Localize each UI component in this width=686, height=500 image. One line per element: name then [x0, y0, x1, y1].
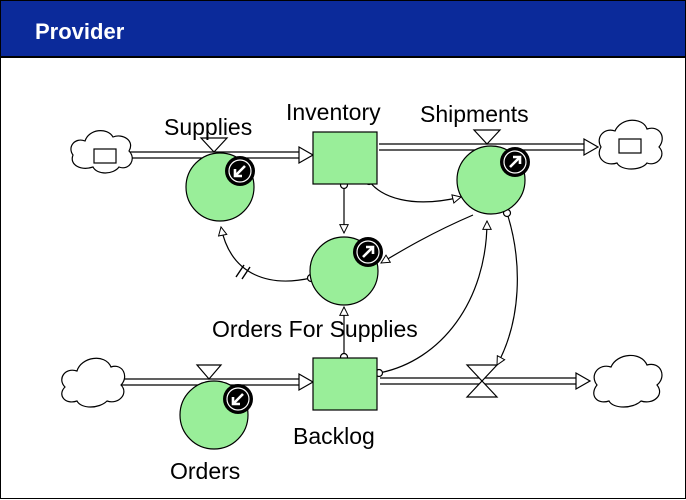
shipments-label: Shipments	[420, 101, 529, 127]
backlog-label: Backlog	[293, 423, 375, 449]
supplies-shortcut-arrow-icon	[225, 156, 255, 186]
shipments-valve-icon	[472, 129, 502, 145]
inventory-label: Inventory	[286, 99, 381, 125]
supplies-valve-icon	[199, 137, 229, 153]
delay-mark-icon	[235, 264, 251, 280]
shipments-shortcut-arrow-icon	[500, 147, 530, 177]
backlog-outflow-pipe	[380, 371, 592, 391]
connector-inventory-to-shipments	[368, 180, 461, 202]
connector-shipments-to-orders-for-supplies	[381, 214, 474, 263]
orders-shortcut-arrow-icon	[223, 384, 253, 414]
orders-for-supplies-shortcut-arrow-icon	[353, 237, 383, 267]
connector-backlog-to-shipments	[378, 221, 487, 374]
connector-shipments-to-backlog-outflow	[497, 212, 518, 365]
orders-source-cloud-icon	[61, 357, 126, 408]
orders-valve-icon	[195, 364, 223, 380]
inventory-stock[interactable]	[312, 131, 378, 185]
orders-for-supplies-label: Orders For Supplies	[212, 316, 418, 342]
orders-label: Orders	[170, 458, 240, 484]
shipments-sink-cloud-icon	[598, 119, 663, 170]
panel-title-bar: Provider	[1, 1, 685, 58]
backlog-outflow-valve-icon	[465, 364, 499, 398]
backlog-sink-cloud-icon	[593, 354, 663, 408]
connector-orders-for-supplies-to-supplies	[221, 227, 312, 282]
backlog-stock[interactable]	[312, 357, 378, 411]
supplies-source-cloud-icon	[70, 130, 133, 174]
panel-title: Provider	[35, 19, 125, 44]
supplies-label: Supplies	[164, 114, 252, 140]
